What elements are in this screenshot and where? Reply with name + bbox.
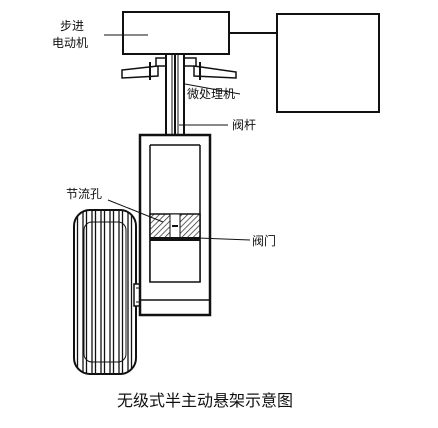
piston xyxy=(149,213,201,239)
leader-microprocessor xyxy=(184,83,241,95)
leader-throttle-hole xyxy=(107,199,164,223)
label-throttle-hole: 节流孔 xyxy=(66,187,102,201)
label-microprocessor: 微处理机 xyxy=(187,87,235,101)
figure-caption: 无级式半主动悬架示意图 xyxy=(117,391,293,410)
label-stepper-motor-line1: 步进 xyxy=(60,19,84,33)
valve-plate xyxy=(150,237,200,241)
label-valve: 阀门 xyxy=(252,233,276,248)
tire xyxy=(73,209,137,375)
microprocessor-box xyxy=(276,13,380,113)
stepper-motor-box xyxy=(122,11,230,55)
label-stepper-motor-line2: 电动机 xyxy=(52,36,88,50)
label-valve-rod: 阀杆 xyxy=(232,118,256,132)
leader-valve xyxy=(197,237,251,241)
